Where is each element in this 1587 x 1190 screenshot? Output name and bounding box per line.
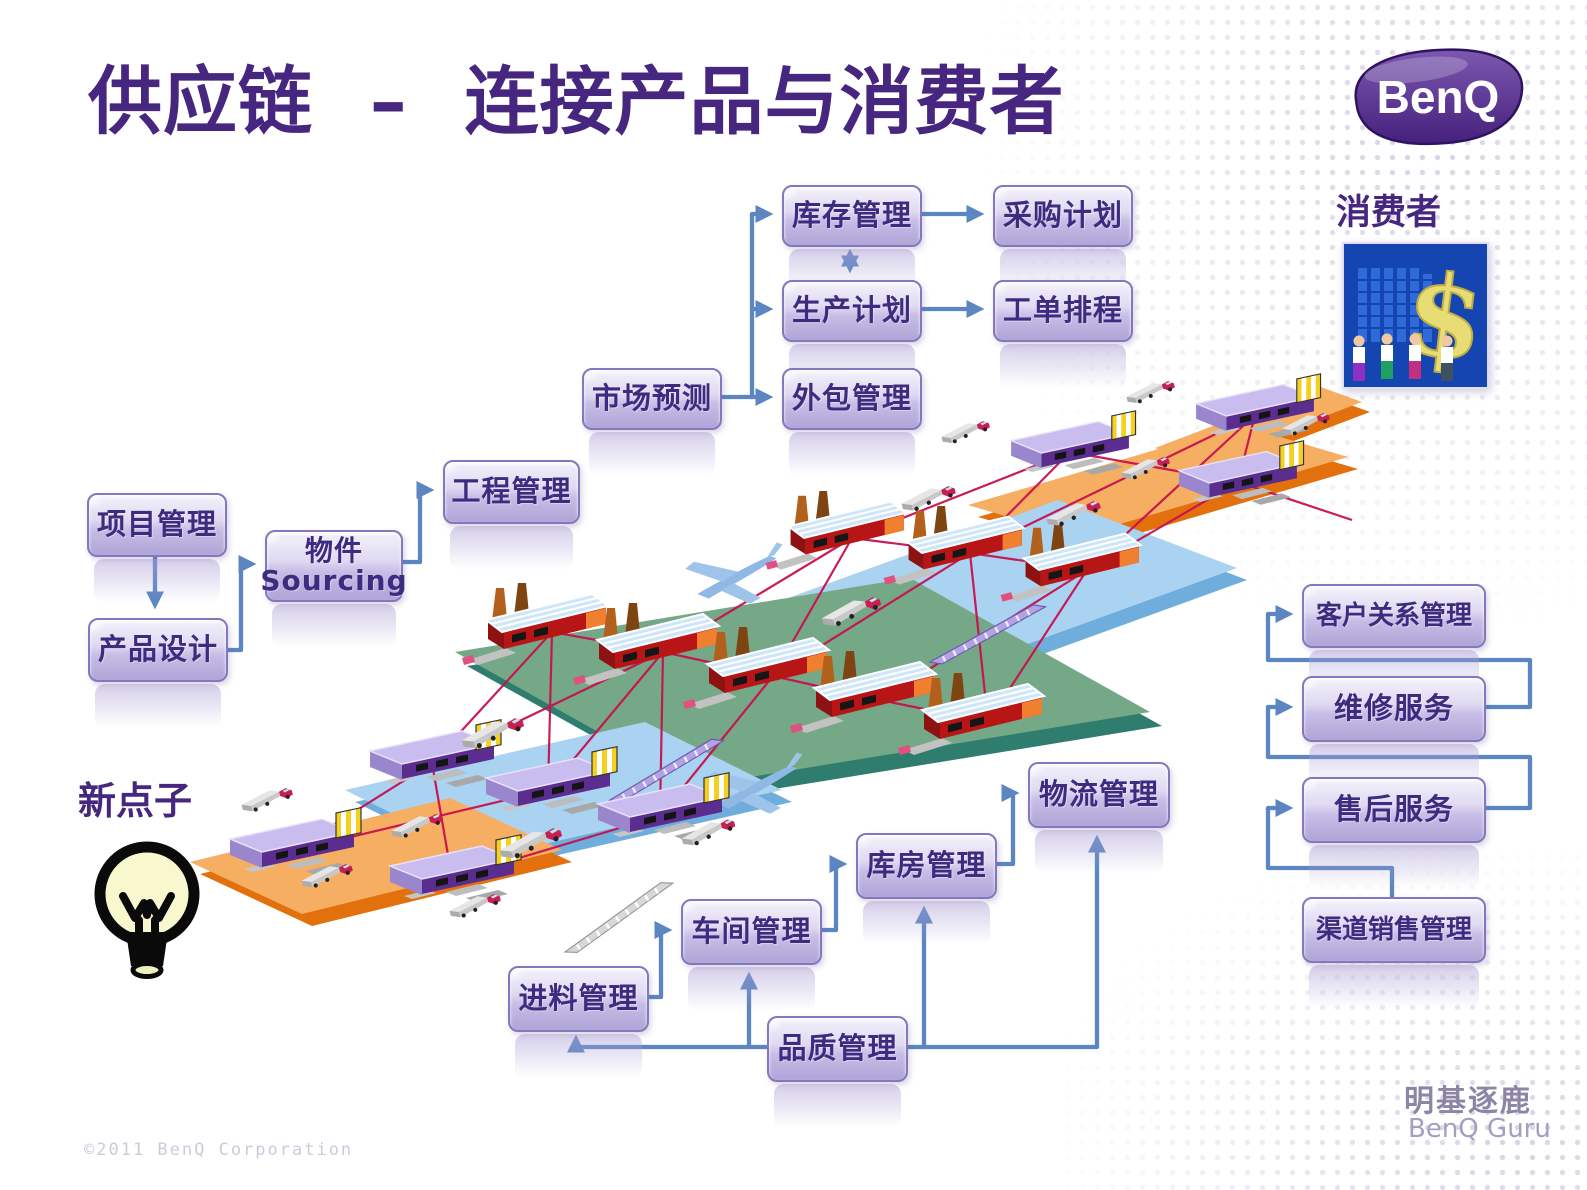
footer-company-english: BenQ Guru (1408, 1114, 1551, 1144)
box-project-management: 项目管理 (87, 493, 227, 603)
benq-logo: BenQ (1354, 48, 1524, 146)
platform-bottom-orange (190, 798, 572, 926)
box-incoming-material-management: 进料管理 (508, 966, 649, 1078)
box-quality-management: 品质管理 (767, 1016, 908, 1128)
box-inventory-management: 库存管理 (782, 185, 922, 293)
consumers-label: 消费者 (1336, 193, 1442, 233)
box-repair-service: 维修服务 (1302, 676, 1486, 788)
consumers-image: $ (1342, 242, 1489, 389)
box-after-sales-service: 售后服务 (1302, 777, 1486, 889)
box-work-order-scheduling: 工单排程 (993, 280, 1133, 388)
box-channel-sales-management: 渠道销售管理 (1302, 897, 1486, 1009)
box-material-sourcing: 物件 Sourcing (260, 530, 407, 648)
page-title: 供应链 – 连接产品与消费者 (88, 59, 1065, 145)
new-ideas-label: 新点子 (78, 779, 193, 823)
box-engineering-management: 工程管理 (443, 460, 580, 570)
copyright-text: ©2011 BenQ Corporation (84, 1140, 354, 1160)
box-market-forecast: 市场预测 (582, 368, 722, 476)
box-procurement-planning: 采购计划 (993, 185, 1133, 293)
box-customer-relationship-management: 客户关系管理 (1302, 584, 1486, 694)
box-logistics-management: 物流管理 (1028, 762, 1170, 874)
lightbulb-icon (94, 841, 200, 979)
box-warehouse-management: 库房管理 (856, 833, 997, 945)
box-workshop-management: 车间管理 (681, 899, 822, 1011)
box-production-planning: 生产计划 (782, 280, 922, 388)
benq-logo-text: BenQ (1377, 71, 1500, 123)
box-outsourcing-management: 外包管理 (782, 368, 922, 476)
box-product-design: 产品设计 (88, 618, 228, 728)
train (560, 876, 678, 960)
